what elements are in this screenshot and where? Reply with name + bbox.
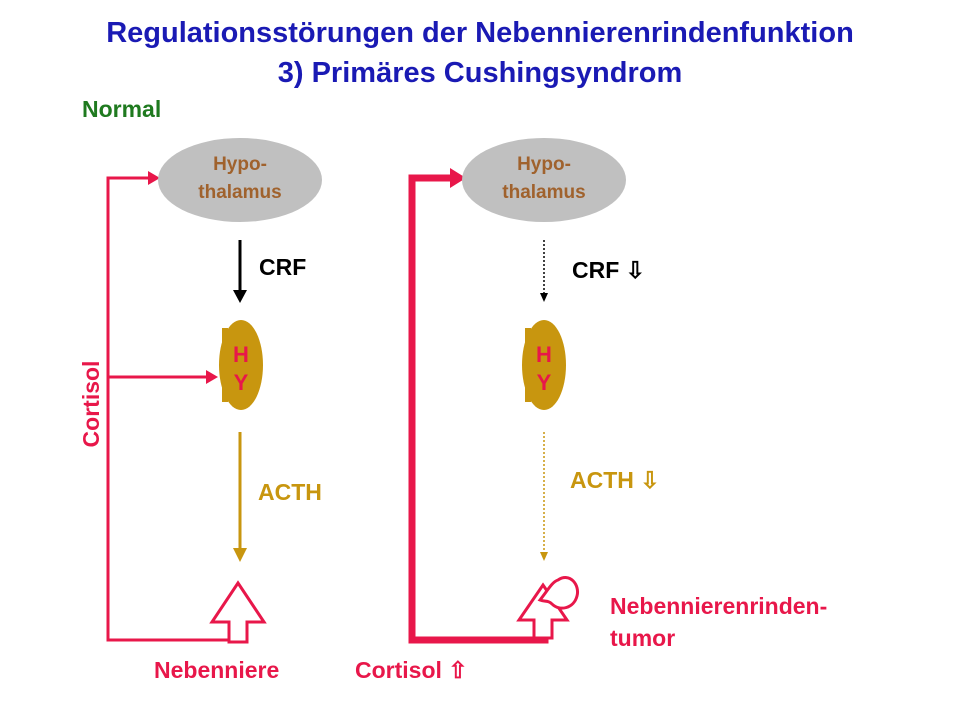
- right-cortisol-feedback-line: [408, 174, 549, 644]
- left-acth-label: ACTH: [258, 479, 322, 505]
- right-tumor-label-1: Nebennierenrinden-: [610, 593, 827, 619]
- left-cortisol-arrowhead-hypophysis: [206, 370, 218, 384]
- right-cortisol-label: Cortisol ⇧: [355, 657, 468, 683]
- left-crf-arrowhead: [233, 290, 247, 303]
- left-cortisol-arrowhead-hypothalamus: [148, 171, 160, 185]
- right-adrenal-tumor: [537, 576, 580, 610]
- left-hypothalamus-label-2: thalamus: [198, 182, 281, 203]
- left-acth-arrowhead: [233, 548, 247, 562]
- right-hypophysis-label-2: Y: [537, 370, 552, 395]
- left-hypothalamus-label-1: Hypo-: [213, 154, 267, 175]
- right-crf-label: CRF ⇩: [572, 257, 645, 283]
- right-acth-arrowhead: [540, 552, 548, 561]
- right-cortisol-arrowhead-hypothalamus: [450, 168, 466, 188]
- left-cortisol-feedback-line: [106, 176, 240, 642]
- right-hypothalamus: [462, 138, 626, 222]
- left-adrenal-gland: [209, 580, 267, 644]
- right-tumor-label-2: tumor: [610, 625, 675, 651]
- right-adrenal-gland: [516, 582, 570, 640]
- left-hypophysis-label-2: Y: [234, 370, 249, 395]
- normal-label: Normal: [82, 96, 162, 122]
- left-adrenal-label: Nebenniere: [154, 657, 279, 683]
- left-cortisol-label: Cortisol: [78, 361, 104, 448]
- right-hypophysis: [522, 320, 566, 410]
- right-crf-arrowhead: [540, 293, 548, 302]
- right-hypophysis-label-1: H: [536, 342, 552, 367]
- left-hypothalamus: [158, 138, 322, 222]
- title-line-2: 3) Primäres Cushingsyndrom: [277, 57, 683, 89]
- right-hypothalamus-label-2: thalamus: [502, 182, 585, 203]
- left-crf-label: CRF: [259, 254, 306, 280]
- right-hypothalamus-label-1: Hypo-: [517, 154, 571, 175]
- left-hypophysis-label-1: H: [233, 342, 249, 367]
- title-line-1: Regulationsstörungen der Nebennierenrind…: [106, 17, 854, 49]
- left-hypophysis: [219, 320, 263, 410]
- right-acth-label: ACTH ⇩: [570, 467, 660, 493]
